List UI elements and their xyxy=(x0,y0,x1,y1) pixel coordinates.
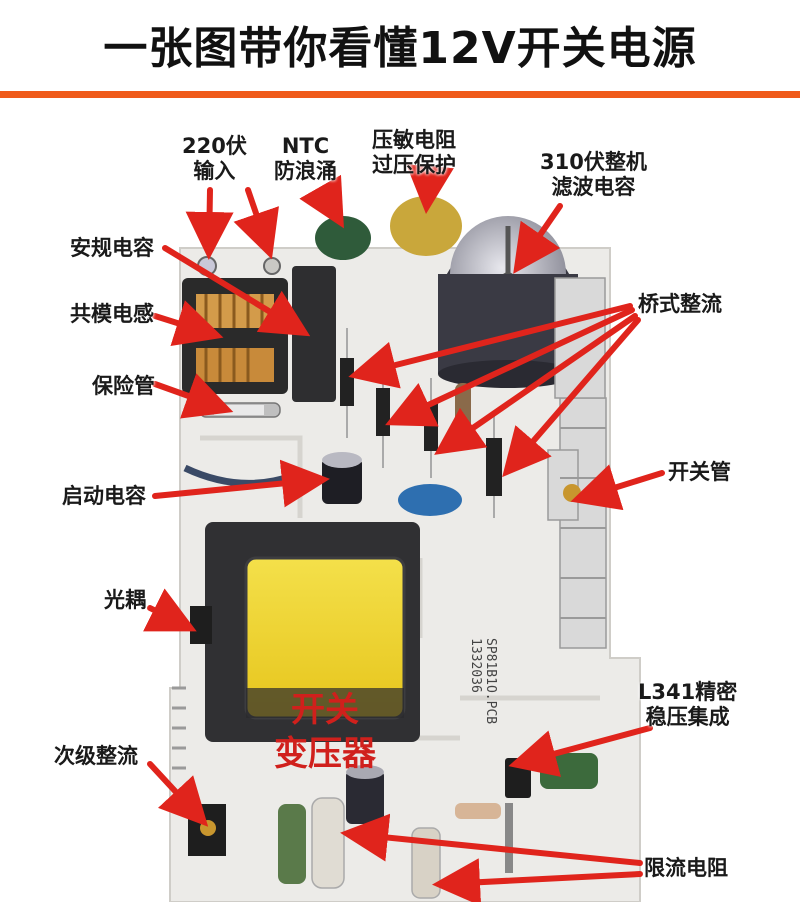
label-ntc: NTC 防浪涌 xyxy=(274,134,337,184)
label-220v-input: 220伏 输入 xyxy=(182,134,247,184)
label-current-limit-resistor: 限流电阻 xyxy=(644,856,728,880)
label-startup-capacitor: 启动电容 xyxy=(62,484,146,508)
page-title: 一张图带你看懂12V开关电源 xyxy=(103,23,697,74)
label-switch-tube: 开关管 xyxy=(668,460,731,484)
label-l341-regulator: L341精密 稳压集成 xyxy=(638,680,738,730)
pcb-photo: 开关 变压器 SP81B1O.PCB 1332036 220伏 输入 NTC 防… xyxy=(0,98,800,906)
label-secondary-rectifier: 次级整流 xyxy=(54,744,138,768)
pcb-silkscreen: SP81B1O.PCB 1332036 xyxy=(468,638,498,725)
transformer-label: 开关 变压器 xyxy=(274,690,376,775)
label-common-mode-inductor: 共模电感 xyxy=(70,302,154,326)
circuit-board-illustration xyxy=(143,164,665,906)
label-optocoupler: 光耦 xyxy=(104,588,146,612)
annotation-arrows xyxy=(143,164,665,906)
label-safety-capacitor: 安规电容 xyxy=(70,236,154,260)
label-bridge-rectifier: 桥式整流 xyxy=(638,292,722,316)
label-fuse: 保险管 xyxy=(92,374,155,398)
title-underline xyxy=(0,91,800,98)
label-varistor: 压敏电阻 过压保护 xyxy=(372,128,456,178)
label-filter-capacitor: 310伏整机 滤波电容 xyxy=(540,150,647,200)
